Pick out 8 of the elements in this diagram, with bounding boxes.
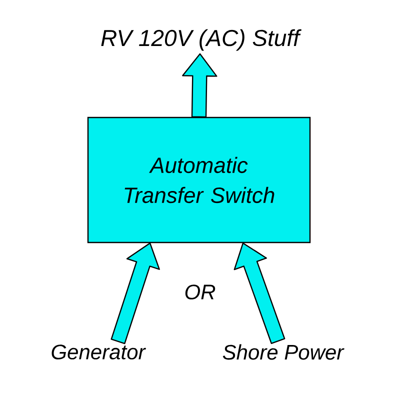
output-label: RV 120V (AC) Stuff bbox=[101, 29, 302, 51]
source-label: Generator bbox=[52, 344, 146, 360]
block-arrow bbox=[234, 242, 286, 344]
block-arrow bbox=[110, 242, 160, 344]
source-label: Shore Power bbox=[222, 344, 344, 360]
switch-box: Automatic Transfer Switch bbox=[87, 116, 311, 244]
block-arrow bbox=[182, 53, 218, 118]
or-label: OR bbox=[185, 284, 216, 300]
